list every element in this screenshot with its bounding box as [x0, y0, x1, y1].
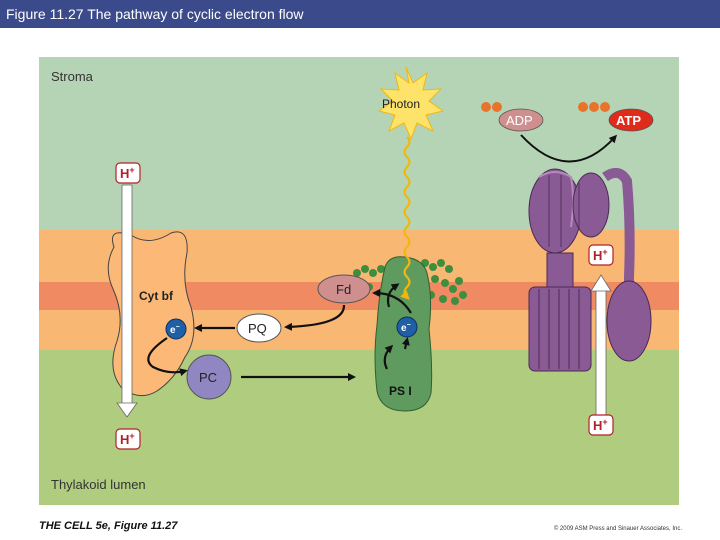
hplus-text: H: [120, 166, 129, 181]
hplus-text: H: [593, 248, 602, 263]
proton-arrowhead-up: [590, 274, 612, 292]
photon-label: Photon: [382, 97, 420, 111]
fd-carrier: Fd: [317, 274, 371, 304]
atp-label: ATP: [616, 113, 641, 128]
atp-molecule: ATP: [578, 102, 654, 132]
proton-arrowhead-down: [116, 402, 138, 418]
svg-text:e−: e−: [401, 322, 411, 334]
copyright: © 2009 ASM Press and Sinauer Associates,…: [553, 526, 682, 532]
hplus-bottom-right: H+: [588, 414, 614, 436]
svg-text:H+: H+: [593, 247, 608, 263]
photon-wave: [400, 136, 411, 300]
hplus-text: H: [593, 418, 602, 433]
arrow-adp-to-atp: [520, 134, 618, 163]
electron-ps1: e−: [396, 316, 418, 338]
electron-cyt: e−: [165, 318, 187, 340]
slide-title: Figure 11.27 The pathway of cyclic elect…: [0, 0, 720, 28]
hplus-top-right: H+: [588, 244, 614, 266]
ps1-label: PS I: [389, 384, 412, 398]
svg-text:H+: H+: [120, 165, 135, 181]
atp-synthase: [528, 167, 652, 372]
lumen-label: Thylakoid lumen: [51, 477, 146, 492]
photon-starburst: Photon: [377, 66, 445, 141]
pq-label: PQ: [248, 321, 267, 336]
arrow-fd-to-pq: [284, 304, 346, 331]
proton-channel-arrow-left: [121, 184, 133, 406]
cyt-bf-label: Cyt bf: [139, 289, 174, 303]
cyt-bf-label-text: Cyt bf: [139, 289, 174, 303]
arrow-ps1-to-fd: [372, 289, 412, 314]
hplus-top-left: H+: [115, 162, 141, 184]
stroma-label: Stroma: [51, 69, 94, 84]
arrow-ps1-internal-lower: [383, 344, 394, 370]
hplus-sup: +: [602, 417, 607, 427]
pc-label: PC: [199, 370, 217, 385]
pq-carrier: PQ: [236, 313, 282, 343]
svg-text:e−: e−: [170, 324, 180, 336]
fd-label: Fd: [336, 282, 351, 297]
adp-label: ADP: [506, 113, 533, 128]
electron-sup: −: [176, 324, 180, 331]
svg-text:H+: H+: [120, 431, 135, 447]
hplus-text: H: [120, 432, 129, 447]
cyclic-electron-flow-diagram: Stroma Thylakoid lumen Cyt bf H+ H+ e− P…: [39, 57, 679, 505]
hplus-sup: +: [602, 247, 607, 257]
hplus-sup: +: [129, 165, 134, 175]
hplus-bottom-left: H+: [115, 428, 141, 450]
electron-sup: −: [407, 322, 411, 329]
adp-molecule: ADP: [481, 102, 544, 132]
svg-text:H+: H+: [593, 417, 608, 433]
hplus-sup: +: [129, 431, 134, 441]
electron-text: e: [170, 325, 176, 336]
figure-source: THE CELL 5e, Figure 11.27: [39, 520, 178, 532]
arrow-pc-entry-ps1: [402, 337, 410, 350]
proton-channel-arrow-right: [595, 288, 607, 416]
pc-carrier: PC: [186, 354, 232, 400]
arrow-electron-to-pc: [147, 337, 188, 377]
electron-text: e: [401, 323, 407, 334]
